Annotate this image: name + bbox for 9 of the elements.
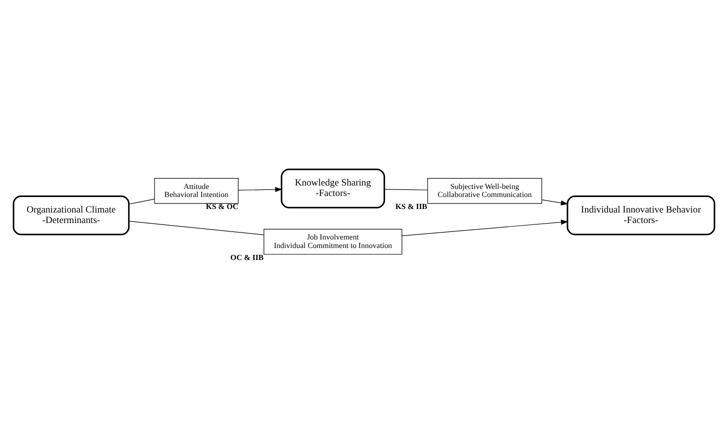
arrow bbox=[542, 200, 568, 206]
connector bbox=[128, 220, 264, 236]
connector bbox=[128, 198, 155, 204]
arrow bbox=[238, 187, 282, 192]
arrow bbox=[402, 220, 568, 236]
node-box: Individual Innovative Behavior -Factors- bbox=[566, 196, 716, 236]
node-box: Organizational Climate -Determinants- bbox=[12, 196, 130, 236]
connector bbox=[384, 189, 428, 190]
node-box: Knowledge Sharing -Factors- bbox=[280, 168, 386, 208]
